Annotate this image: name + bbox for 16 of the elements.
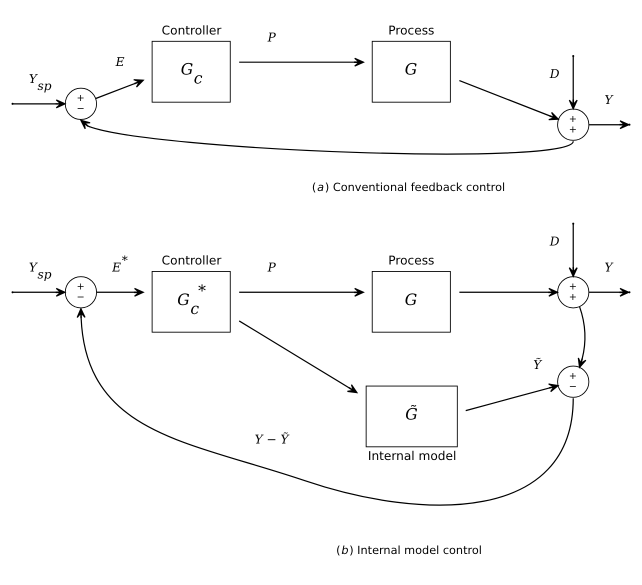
node-label: Process xyxy=(388,254,434,268)
edge-label: D xyxy=(550,234,560,248)
edge-label: P xyxy=(268,30,276,45)
node-label: Controller xyxy=(162,254,222,268)
edge-label: E xyxy=(116,54,125,69)
edge-label: Y xyxy=(604,260,613,275)
node-label: Internal model xyxy=(368,449,456,464)
node-label: Controller xyxy=(162,24,222,38)
edge-label: Y xyxy=(604,93,613,108)
edge-label: P xyxy=(268,260,276,275)
label: (b) Internal model control xyxy=(336,544,482,557)
edge-label: Ỹ xyxy=(533,358,542,372)
node-label: Process xyxy=(388,24,434,38)
label: (a) Conventional feedback control xyxy=(312,181,506,194)
edge-label: D xyxy=(550,66,560,81)
edge-label: Y − Ỹ xyxy=(254,432,288,447)
